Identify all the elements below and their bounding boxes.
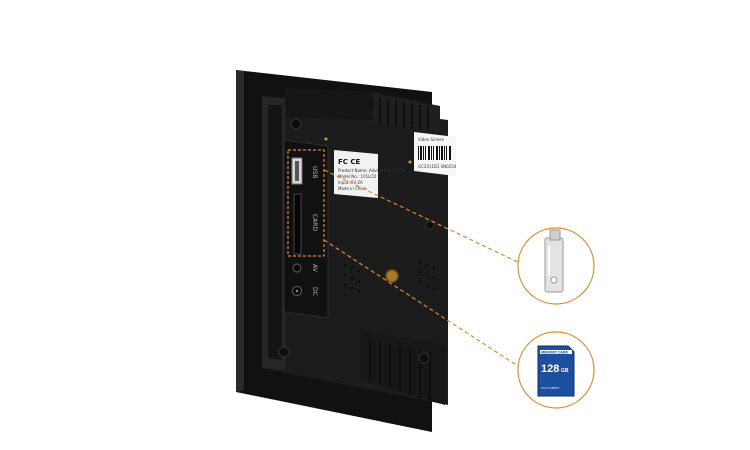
card-slot-label: CARD	[311, 214, 318, 231]
usb-port-label: USB	[311, 166, 318, 178]
dc-jack-label: DC	[311, 287, 318, 296]
memory-card-callout: MEMORY CARD 128 GB HIGH SPEED	[517, 331, 595, 409]
memory-card-capacity: 128	[541, 363, 559, 375]
port-panel: USB CARD AV DC	[283, 139, 329, 319]
barcode-title: Video Screen	[418, 137, 445, 142]
card-slot	[293, 193, 302, 255]
av-jack-label: AV	[311, 264, 318, 273]
stand-insert	[385, 269, 399, 283]
av-jack	[292, 263, 302, 273]
usb-flash-drive-icon	[544, 229, 564, 293]
label-line-4: Made in China	[338, 186, 367, 191]
barcode-sticker: Video Screen GC2011B1 SN0254	[414, 132, 457, 176]
cert-marks: FC CE	[338, 158, 360, 166]
callout-lines	[323, 169, 525, 371]
barcode-number: GC2011B1 SN0254	[418, 164, 457, 169]
memory-card-icon: MEMORY CARD 128 GB HIGH SPEED	[537, 345, 575, 397]
memory-card-footer: HIGH SPEED	[541, 386, 560, 390]
label-line-1: Product Name: Advertising Player	[338, 168, 406, 173]
memory-card-title: MEMORY CARD	[541, 351, 568, 355]
usb-drive-callout	[517, 227, 595, 305]
product-label-sticker: FC CE Product Name: Advertising Player M…	[334, 150, 406, 198]
label-line-2: Model No.: 101LCD	[338, 174, 376, 179]
port-highlight-box	[287, 149, 325, 257]
memory-card-unit: GB	[561, 368, 569, 374]
